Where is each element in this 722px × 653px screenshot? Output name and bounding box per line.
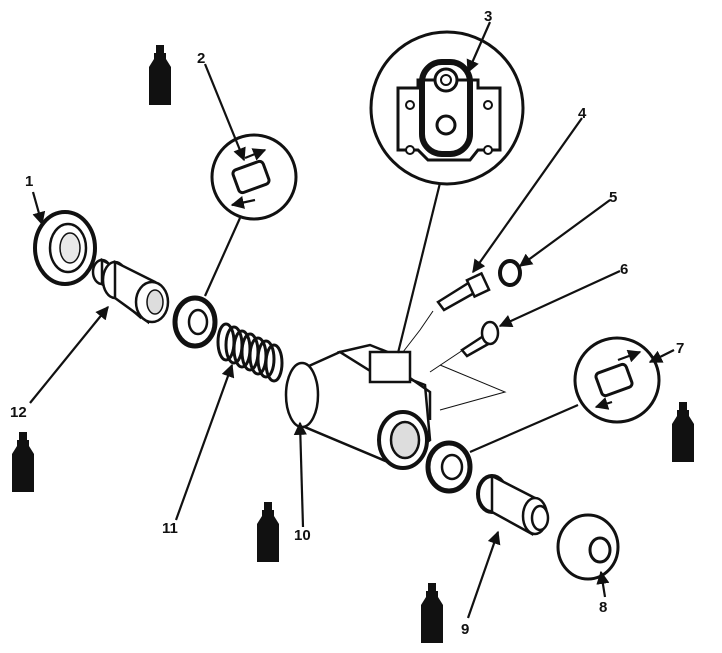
callout-11: 11	[162, 520, 178, 537]
detail-circle-cup-seal-right	[573, 336, 661, 424]
part-bleeder-screw	[436, 271, 491, 312]
callout-8: 8	[599, 599, 607, 616]
callout-4: 4	[578, 105, 587, 122]
lubricant-bottle-icon	[12, 432, 34, 492]
part-cup-seal-right	[425, 440, 473, 494]
callout-9: 9	[461, 621, 469, 638]
part-dust-boot-left	[33, 210, 97, 286]
callout-2: 2	[197, 50, 205, 67]
callout-1: 1	[25, 173, 33, 190]
detail-circle-cup-seal	[210, 133, 298, 221]
callout-7: 7	[676, 340, 684, 357]
lubricant-bottle-icon	[421, 583, 443, 643]
part-dust-boot-right	[556, 513, 620, 581]
lubricant-bottle-icon	[257, 502, 279, 562]
callout-3: 3	[484, 8, 492, 25]
detail-circle-bleeder-port	[369, 30, 525, 186]
part-piston-left	[91, 257, 170, 325]
part-spring	[216, 322, 284, 383]
callout-10: 10	[294, 527, 311, 544]
callout-5: 5	[609, 189, 617, 206]
lubricant-bottle-icon	[149, 45, 171, 105]
guide-lines	[402, 310, 507, 411]
part-piston-right	[476, 473, 550, 537]
part-cylinder-body	[284, 343, 432, 470]
callout-6: 6	[620, 261, 628, 278]
leader-lines	[29, 21, 675, 619]
lubricant-bottle-icon	[672, 402, 694, 462]
part-fitting	[460, 320, 500, 358]
callout-12: 12	[10, 404, 27, 421]
part-bleeder-cap	[498, 259, 522, 287]
part-cup-seal-left	[172, 295, 218, 349]
